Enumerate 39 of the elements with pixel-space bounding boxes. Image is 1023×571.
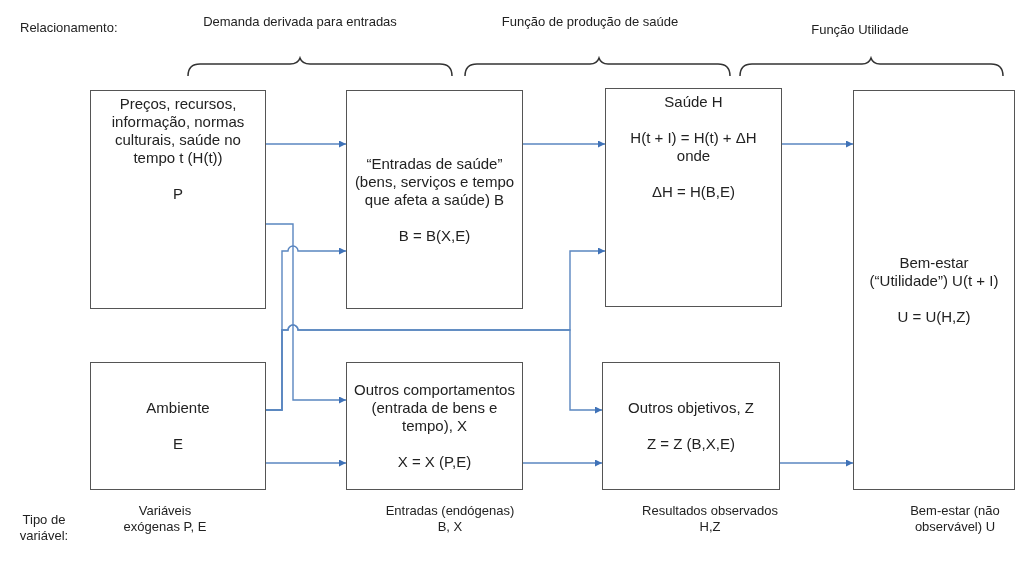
process-box: [605, 88, 782, 307]
relation-label: Relacionamento:: [20, 20, 119, 36]
node-text: B = B(X,E): [398, 226, 471, 245]
arrow: [779, 459, 854, 467]
variable-type-label: Bem-estar (não observável) U: [909, 503, 1001, 535]
process-box: [346, 90, 523, 309]
process-box: [602, 362, 780, 490]
node-text: Ambiente: [146, 399, 210, 417]
variable-type-label: Resultados observados H,Z: [641, 503, 779, 535]
arrow: [522, 459, 603, 467]
node-text: “Entradas de saúde” (bens, serviços e tempo que afeta a saúde) B: [353, 154, 516, 209]
node-text: H(t + I) = H(t) + ΔH onde: [629, 129, 758, 165]
node-text: ΔH = H(B,E): [652, 183, 735, 201]
node-text: Outros comportamentos (entrada de bens e tempo), X: [353, 381, 516, 435]
arrow: [781, 140, 854, 148]
node-text: Z = Z (B,X,E): [647, 435, 735, 453]
node-text: U = U(H,Z): [897, 308, 971, 326]
process-box: [90, 90, 266, 309]
relation-label: Demanda derivada para entradas: [202, 14, 398, 30]
arrow: [265, 140, 347, 148]
node-text: Outros objetivos, Z: [628, 399, 754, 417]
process-box: [90, 362, 266, 490]
variable-type-label: Tipo de variável:: [18, 512, 70, 544]
node-text: Bem-estar (“Utilidade”) U(t + I): [868, 254, 1000, 290]
variable-type-label: Entradas (endógenas) B, X: [385, 503, 515, 535]
node-text: Saúde H: [664, 93, 723, 111]
process-box: [346, 362, 523, 490]
node-text: E: [173, 435, 183, 453]
relation-label: Função Utilidade: [810, 22, 910, 38]
arrow: [522, 140, 606, 148]
process-box: [853, 90, 1015, 490]
node-text: X = X (P,E): [397, 453, 472, 471]
arrow: [265, 223, 347, 404]
relation-label: Função de produção de saúde: [500, 14, 680, 30]
arrow: [265, 459, 347, 467]
node-text: P: [173, 185, 183, 203]
variable-type-label: Variáveis exógenas P, E: [122, 503, 208, 535]
arrow: [265, 324, 603, 414]
node-text: Preços, recursos, informação, normas culturais, saúde no tempo t (H(t)): [110, 95, 246, 167]
